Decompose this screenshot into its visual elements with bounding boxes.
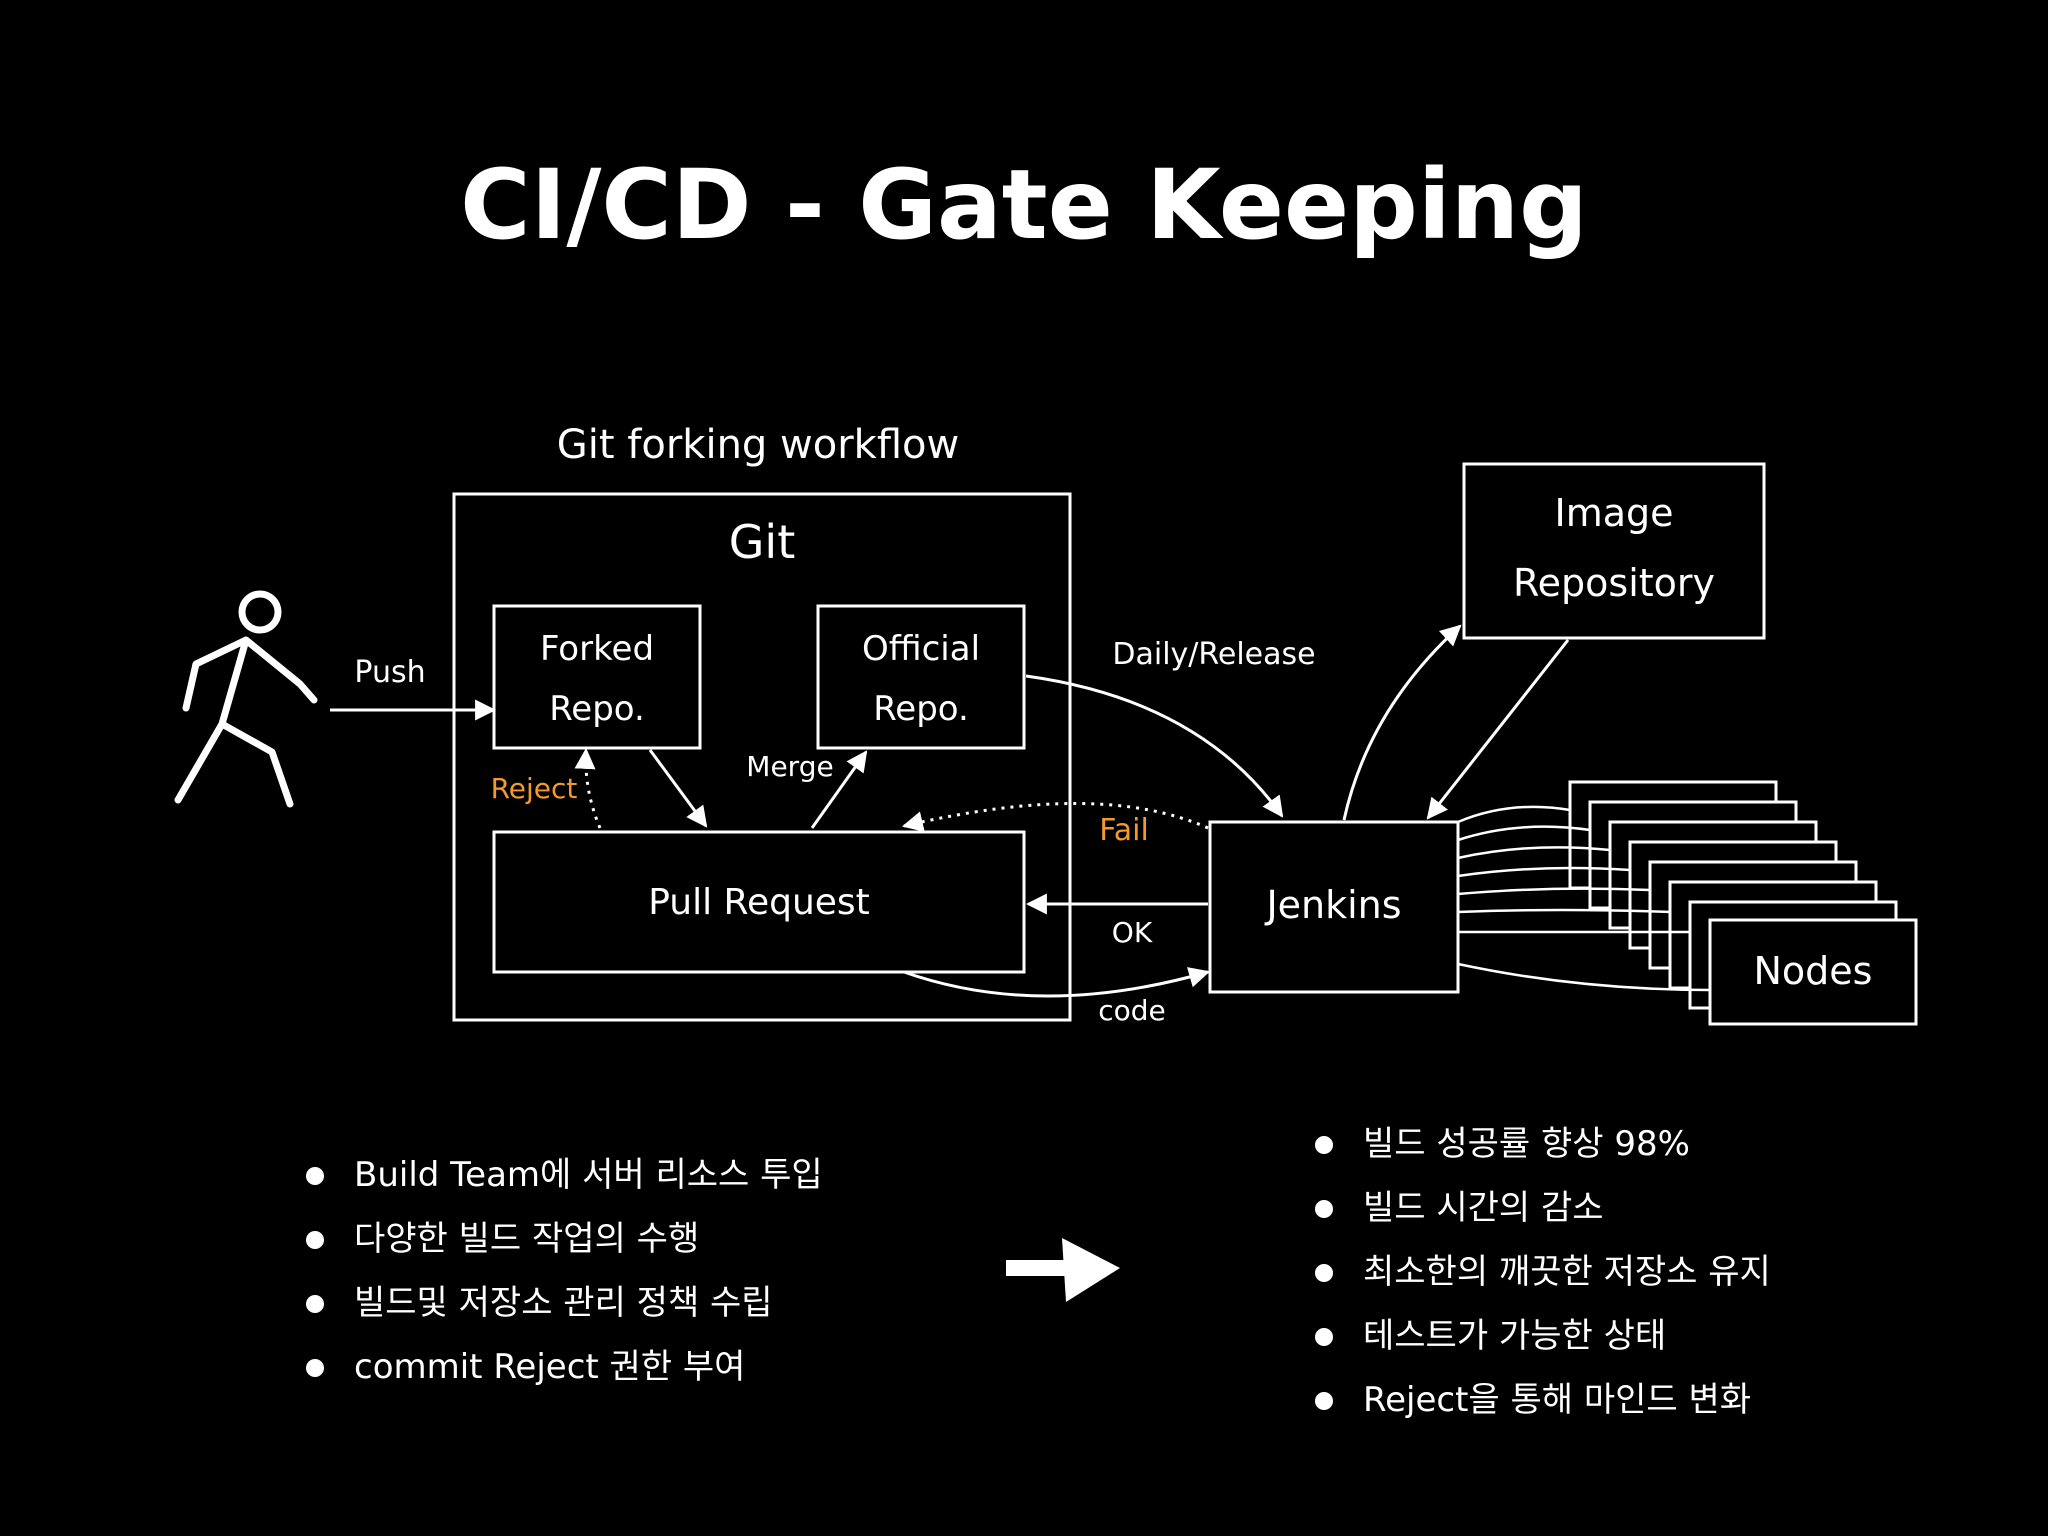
list-item: 빌드 시간의 감소 — [1315, 1176, 1771, 1240]
list-item: commit Reject 권한 부여 — [306, 1335, 823, 1399]
right-bullet-list: 빌드 성공률 향상 98% 빌드 시간의 감소 최소한의 깨끗한 저장소 유지 … — [1315, 1112, 1771, 1432]
left-bullet-list: Build Team에 서버 리소스 투입 다양한 빌드 작업의 수행 빌드및 … — [306, 1143, 823, 1399]
pull-request-label: Pull Request — [648, 882, 870, 923]
official-repo-node: Official Repo. — [816, 604, 1026, 750]
ok-label: OK — [1112, 916, 1153, 949]
jenkins-to-image-arrow — [1342, 624, 1462, 821]
list-item: Build Team에 서버 리소스 투입 — [306, 1143, 823, 1207]
forked-to-pr-arrow — [648, 749, 708, 828]
reject-label: Reject — [491, 772, 578, 805]
forked-repo-line1: Forked — [540, 629, 654, 669]
node-card — [1708, 918, 1918, 1026]
forked-repo-node: Forked Repo. — [492, 604, 702, 750]
walking-person-icon — [174, 590, 318, 808]
list-item: 빌드및 저장소 관리 정책 수립 — [306, 1271, 823, 1335]
reject-arrow — [574, 747, 602, 829]
official-repo-line1: Official — [862, 629, 980, 669]
git-label: Git — [729, 515, 795, 569]
image-repository-line2: Repository — [1513, 561, 1715, 605]
right-arrow-icon — [1006, 1238, 1120, 1302]
image-to-jenkins-arrow — [1426, 639, 1570, 820]
official-repo-line2: Repo. — [873, 689, 969, 729]
git-container — [452, 492, 1072, 1022]
jenkins-label: Jenkins — [1264, 883, 1401, 927]
fail-label: Fail — [1099, 813, 1149, 848]
list-item: Reject을 통해 마인드 변화 — [1315, 1368, 1771, 1432]
list-item: 최소한의 깨끗한 저장소 유지 — [1315, 1240, 1771, 1304]
daily-release-arrow — [1025, 674, 1284, 818]
list-item: 빌드 성공률 향상 98% — [1315, 1112, 1771, 1176]
push-label: Push — [354, 655, 425, 690]
forked-repo-line2: Repo. — [549, 689, 645, 729]
image-repository-line1: Image — [1554, 491, 1673, 535]
code-arrow — [903, 967, 1211, 998]
fail-arrow — [901, 802, 1209, 832]
daily-release-label: Daily/Release — [1112, 637, 1315, 672]
list-item: 다양한 빌드 작업의 수행 — [306, 1207, 823, 1271]
pull-request-node: Pull Request — [492, 830, 1026, 974]
code-label: code — [1098, 994, 1166, 1027]
merge-arrow — [810, 750, 868, 829]
list-item: 테스트가 가능한 상태 — [1315, 1304, 1771, 1368]
jenkins-node-links — [1457, 805, 1711, 992]
group-label: Git forking workflow — [557, 422, 959, 468]
image-repository-node: Image Repository — [1462, 462, 1766, 640]
page-title: CI/CD - Gate Keeping — [460, 149, 1588, 261]
nodes-label: Nodes — [1754, 949, 1873, 993]
merge-label: Merge — [746, 750, 833, 783]
jenkins-node: Jenkins — [1208, 820, 1460, 994]
